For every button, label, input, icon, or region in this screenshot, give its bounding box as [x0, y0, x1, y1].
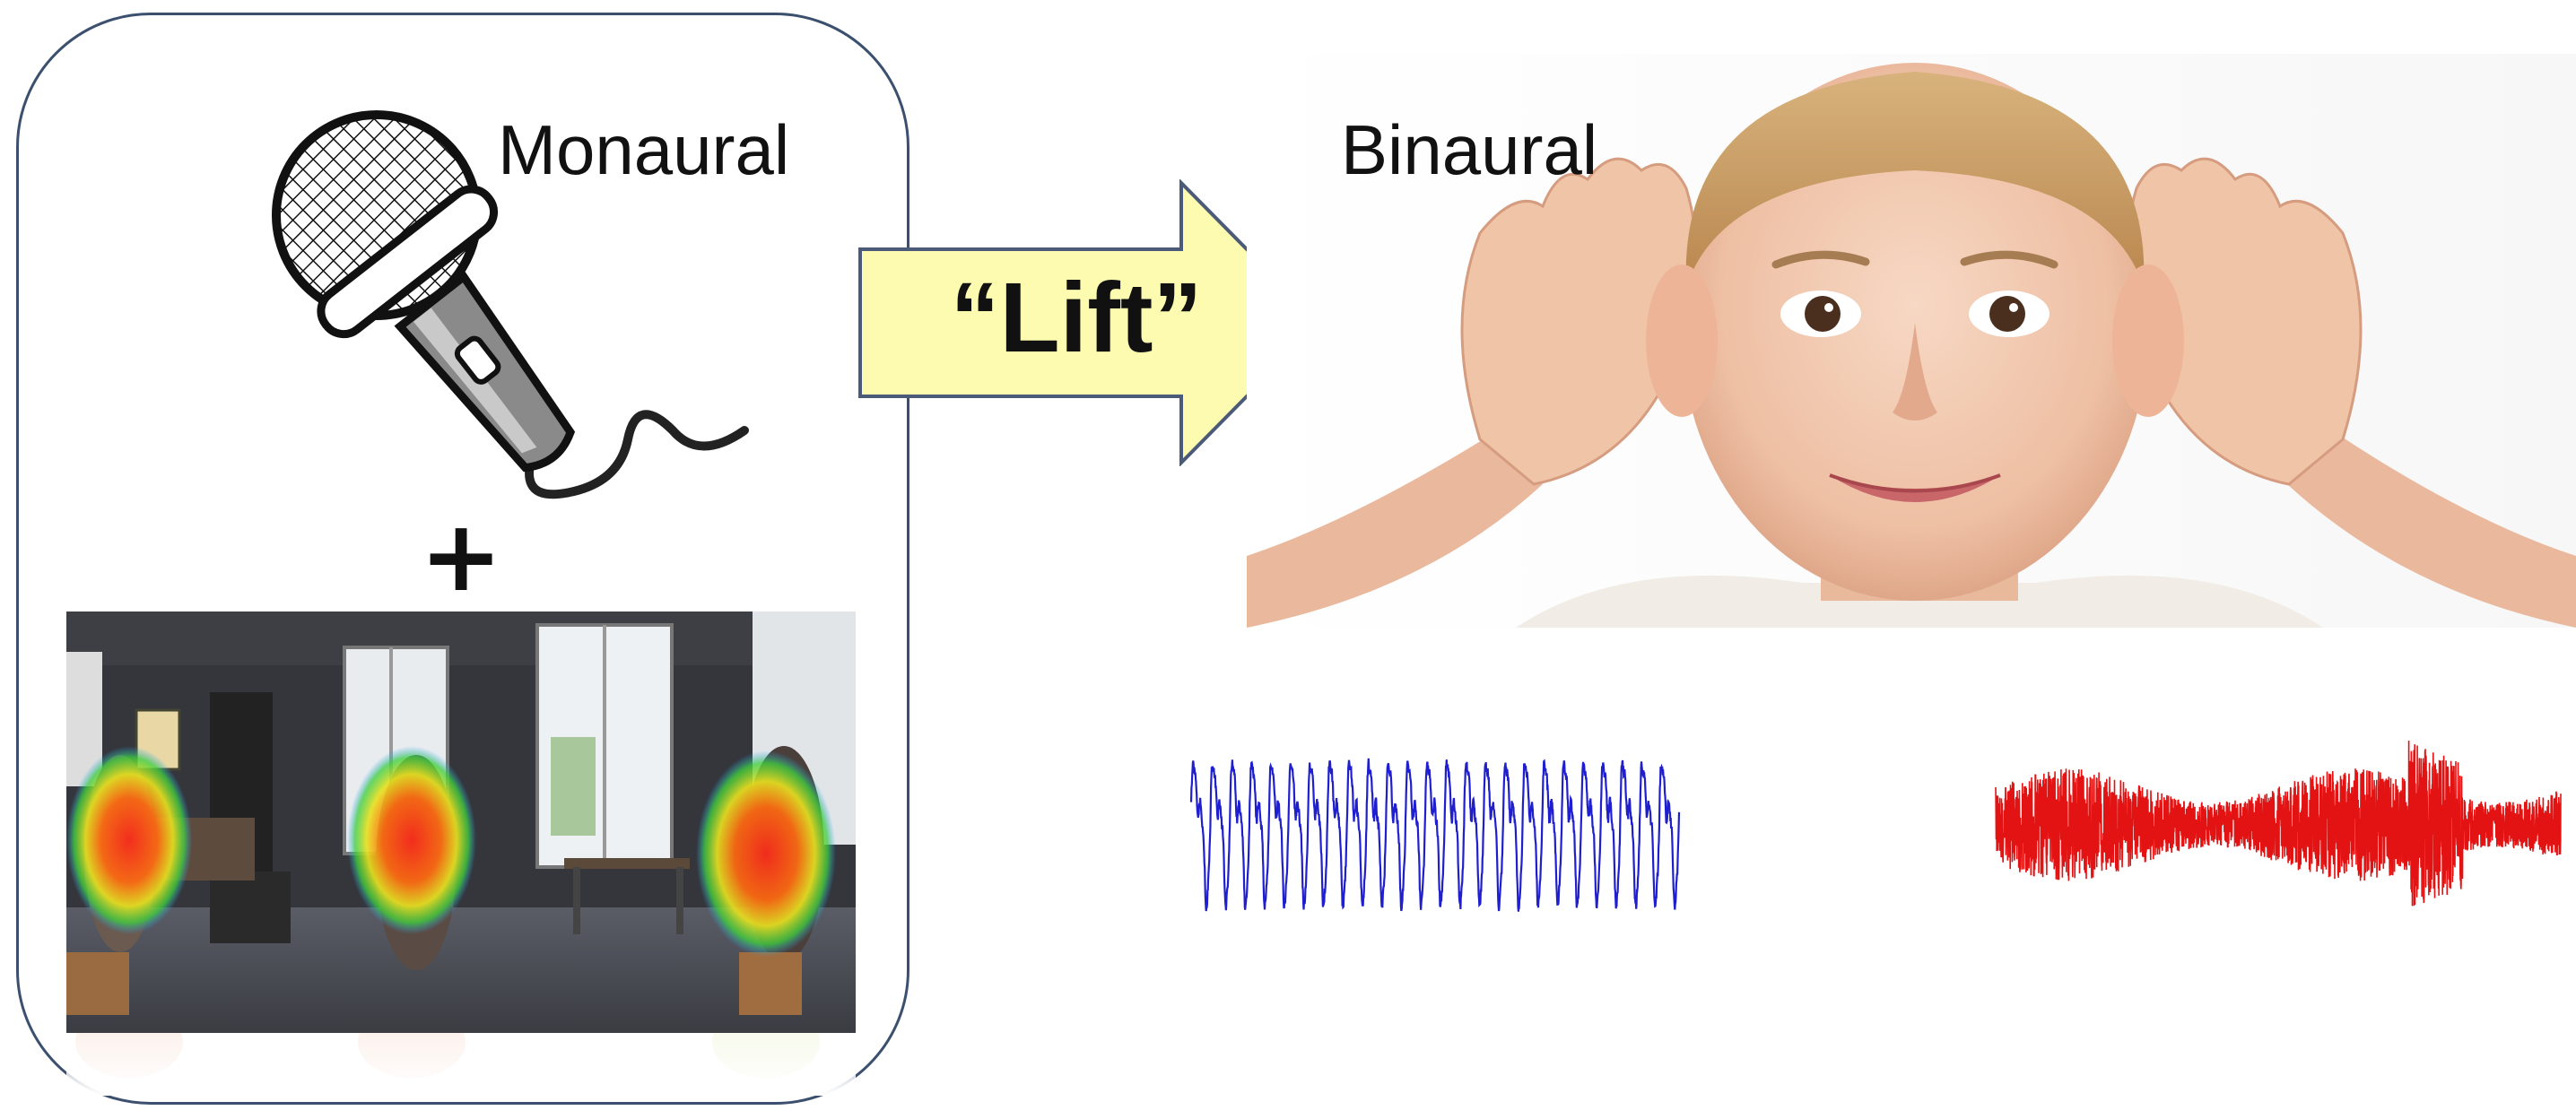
- plus-sign: +: [420, 507, 502, 605]
- scene-reflection: [66, 1033, 856, 1096]
- left-channel-waveform: [1184, 708, 1704, 941]
- scene-photo: [66, 612, 856, 1033]
- monaural-label: Monaural: [498, 115, 789, 185]
- binaural-label: Binaural: [1341, 115, 1597, 185]
- lift-label: “Lift”: [915, 269, 1238, 368]
- right-channel-waveform: [1991, 699, 2574, 950]
